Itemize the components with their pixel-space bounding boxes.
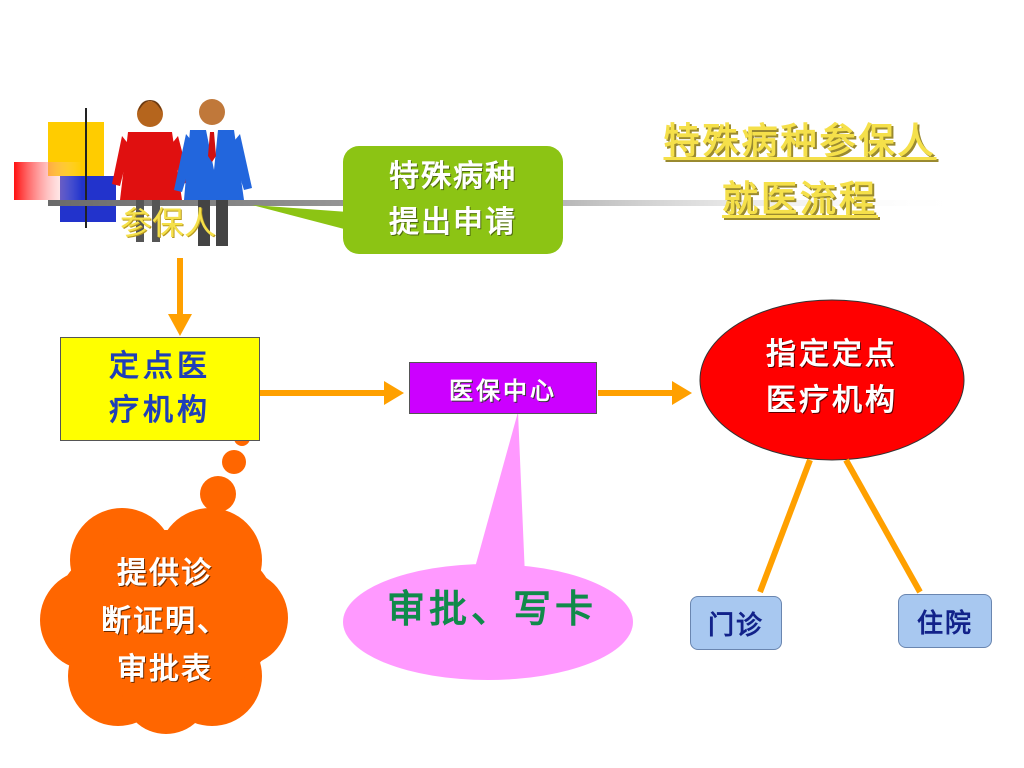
insured-person-label: 参保人 (120, 204, 217, 242)
approval-callout-text: 审批、写卡 (386, 586, 597, 631)
arrow-person-to-dingdian (168, 258, 192, 336)
apply-callout-line-1: 特殊病种 (389, 159, 517, 194)
designated-line-1: 指定定点 (766, 337, 898, 372)
designated-ellipse-shape (699, 299, 965, 461)
document-cloud-text: 提供诊 断证明、 审批表 (60, 550, 270, 694)
medical-insurance-center-box: 医保中心 (409, 362, 597, 414)
title-line-1: 特殊病种参保人 (663, 120, 937, 162)
designated-medical-institution-box: 定点医 疗机构 (60, 337, 260, 441)
dingdian-line-2: 疗机构 (109, 393, 211, 428)
cloud-line-1: 提供诊 (117, 556, 213, 591)
branch-line-inpatient (843, 458, 923, 594)
designated-line-2: 医疗机构 (766, 383, 898, 418)
arrow-dingdian-to-yibao (260, 381, 404, 405)
cloud-line-2: 断证明、 (101, 604, 229, 639)
apply-callout-line-2: 提出申请 (389, 205, 517, 240)
color-blocks-decoration (14, 108, 116, 228)
designated-ellipse-text: 指定定点 医疗机构 (700, 332, 964, 424)
cloud-line-3: 审批表 (117, 652, 213, 687)
people-clipart-icon (112, 99, 252, 246)
branch-line-outpatient (757, 458, 813, 594)
dingdian-line-1: 定点医 (109, 349, 211, 384)
outpatient-box: 门诊 (690, 596, 782, 650)
diagram-title: 特殊病种参保人 就医流程 (600, 112, 1000, 228)
approval-callout-shape (343, 412, 633, 680)
apply-callout-text: 特殊病种 提出申请 (343, 154, 563, 246)
inpatient-box: 住院 (898, 594, 992, 648)
arrow-yibao-to-designated (598, 381, 692, 405)
document-thought-cloud-shape (40, 430, 288, 734)
apply-callout-shape (252, 146, 563, 254)
title-line-2: 就医流程 (721, 178, 878, 220)
